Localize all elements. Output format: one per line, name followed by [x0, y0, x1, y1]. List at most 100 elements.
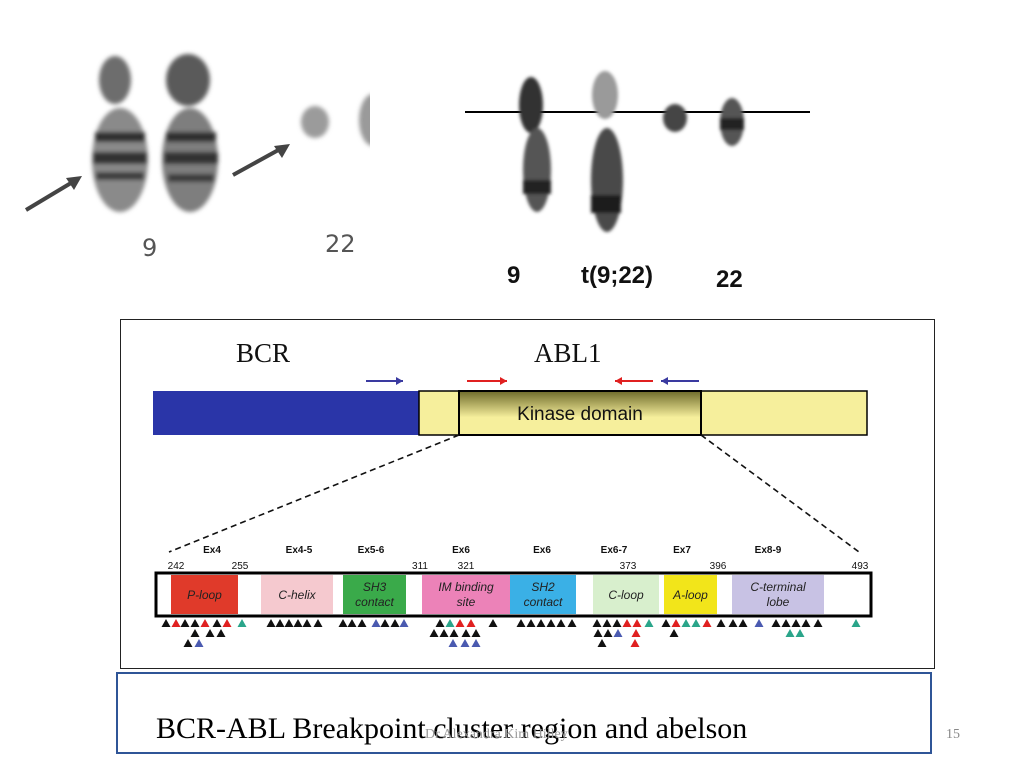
- mutation-triangle: [516, 619, 526, 627]
- mutation-triangle: [702, 619, 712, 627]
- primer-arrows: [366, 377, 699, 385]
- caption-text: BCR-ABL Breakpoint cluster region and ab…: [156, 712, 748, 745]
- mutation-triangle: [602, 619, 612, 627]
- mutation-triangle: [644, 619, 654, 627]
- mutation-triangle: [461, 629, 471, 637]
- mutation-triangle: [738, 619, 748, 627]
- mutation-triangle: [237, 619, 247, 627]
- mutation-triangle: [471, 639, 481, 647]
- exon-label: Ex6-7: [601, 545, 628, 556]
- mutation-triangle: [546, 619, 556, 627]
- mutation-triangle: [613, 629, 623, 637]
- mutation-triangle: [200, 619, 210, 627]
- segment-label: contact: [524, 595, 563, 609]
- segment-a-loop: A-loop: [664, 575, 717, 614]
- arrow-chr22: [232, 146, 283, 177]
- primer-arrow: [615, 377, 653, 385]
- mutation-triangle: [439, 629, 449, 637]
- mutation-triangle: [284, 619, 294, 627]
- position-label: 493: [852, 561, 869, 572]
- mutation-triangle: [661, 619, 671, 627]
- segment-label: SH3: [363, 580, 387, 594]
- mutation-triangle: [630, 639, 640, 647]
- exon-label: Ex7: [673, 545, 691, 556]
- mutation-triangle: [567, 619, 577, 627]
- mutation-triangle: [556, 619, 566, 627]
- mutation-triangle: [603, 629, 613, 637]
- mutation-triangle: [338, 619, 348, 627]
- page-number: 15: [946, 727, 960, 742]
- primer-arrow: [661, 377, 699, 385]
- segment-c-loop: C-loop: [593, 575, 659, 614]
- mutation-triangle: [671, 619, 681, 627]
- mutation-triangle: [302, 619, 312, 627]
- exon-label: Ex5-6: [358, 545, 385, 556]
- position-label: 321: [458, 561, 475, 572]
- segment-label: A-loop: [672, 588, 708, 602]
- label-chr9-left: 9: [142, 234, 158, 262]
- mutation-triangle: [194, 639, 204, 647]
- mutation-triangle: [399, 619, 409, 627]
- mutation-triangle: [795, 629, 805, 637]
- mutation-triangle: [222, 619, 232, 627]
- label-chr22-left: 22: [325, 230, 356, 258]
- mutation-markers: [161, 619, 861, 647]
- mutation-triangle: [851, 619, 861, 627]
- mutation-triangle: [205, 629, 215, 637]
- segment-c-helix: C-helix: [261, 575, 333, 614]
- mutation-triangle: [275, 619, 285, 627]
- karyotype-left-image: [24, 54, 370, 212]
- mutation-triangle: [681, 619, 691, 627]
- mutation-triangle: [171, 619, 181, 627]
- mutation-triangle: [347, 619, 357, 627]
- position-label: 242: [168, 561, 185, 572]
- segment-label: SH2: [531, 580, 555, 594]
- primer-arrow: [467, 377, 507, 385]
- mutation-triangle: [190, 619, 200, 627]
- mutation-triangle: [161, 619, 171, 627]
- karyotype-right-image: [465, 71, 810, 232]
- abl1-label: ABL1: [534, 338, 602, 368]
- exon-label: Ex8-9: [755, 545, 782, 556]
- mutation-triangle: [183, 639, 193, 647]
- mutation-triangle: [293, 619, 303, 627]
- mutation-triangle: [190, 629, 200, 637]
- zoom-line-left: [168, 434, 460, 553]
- position-label: 311: [412, 561, 428, 572]
- kinase-domain-label: Kinase domain: [517, 404, 643, 425]
- mutation-triangle: [380, 619, 390, 627]
- mutation-triangle: [266, 619, 276, 627]
- caption-box: BCR-ABL Breakpoint cluster region and ab…: [116, 672, 932, 754]
- mutation-triangle: [801, 619, 811, 627]
- mutation-triangle: [632, 619, 642, 627]
- mutation-triangle: [212, 619, 222, 627]
- mutation-triangle: [460, 639, 470, 647]
- mutation-triangle: [691, 619, 701, 627]
- mutation-triangle: [669, 629, 679, 637]
- segment-label: C-helix: [278, 588, 316, 602]
- mutation-triangle: [813, 619, 823, 627]
- mutation-triangle: [466, 619, 476, 627]
- mutation-triangle: [488, 619, 498, 627]
- mutation-triangle: [754, 619, 764, 627]
- mutation-triangle: [435, 619, 445, 627]
- mutation-triangle: [612, 619, 622, 627]
- segment-label: C-terminal: [750, 580, 806, 594]
- mutation-triangle: [429, 629, 439, 637]
- exon-label: Ex4-5: [286, 545, 313, 556]
- segment-label: IM binding: [438, 580, 494, 594]
- mutation-triangle: [445, 619, 455, 627]
- mutation-triangle: [471, 629, 481, 637]
- mutation-triangle: [781, 619, 791, 627]
- bcr-region: [153, 391, 419, 435]
- segment-label: lobe: [767, 595, 790, 609]
- mutation-triangle: [455, 619, 465, 627]
- mutation-triangle: [592, 619, 602, 627]
- arrow-chr9: [24, 178, 78, 212]
- segment-p-loop: P-loop: [171, 575, 238, 614]
- mutation-triangle: [180, 619, 190, 627]
- mutation-triangle: [448, 639, 458, 647]
